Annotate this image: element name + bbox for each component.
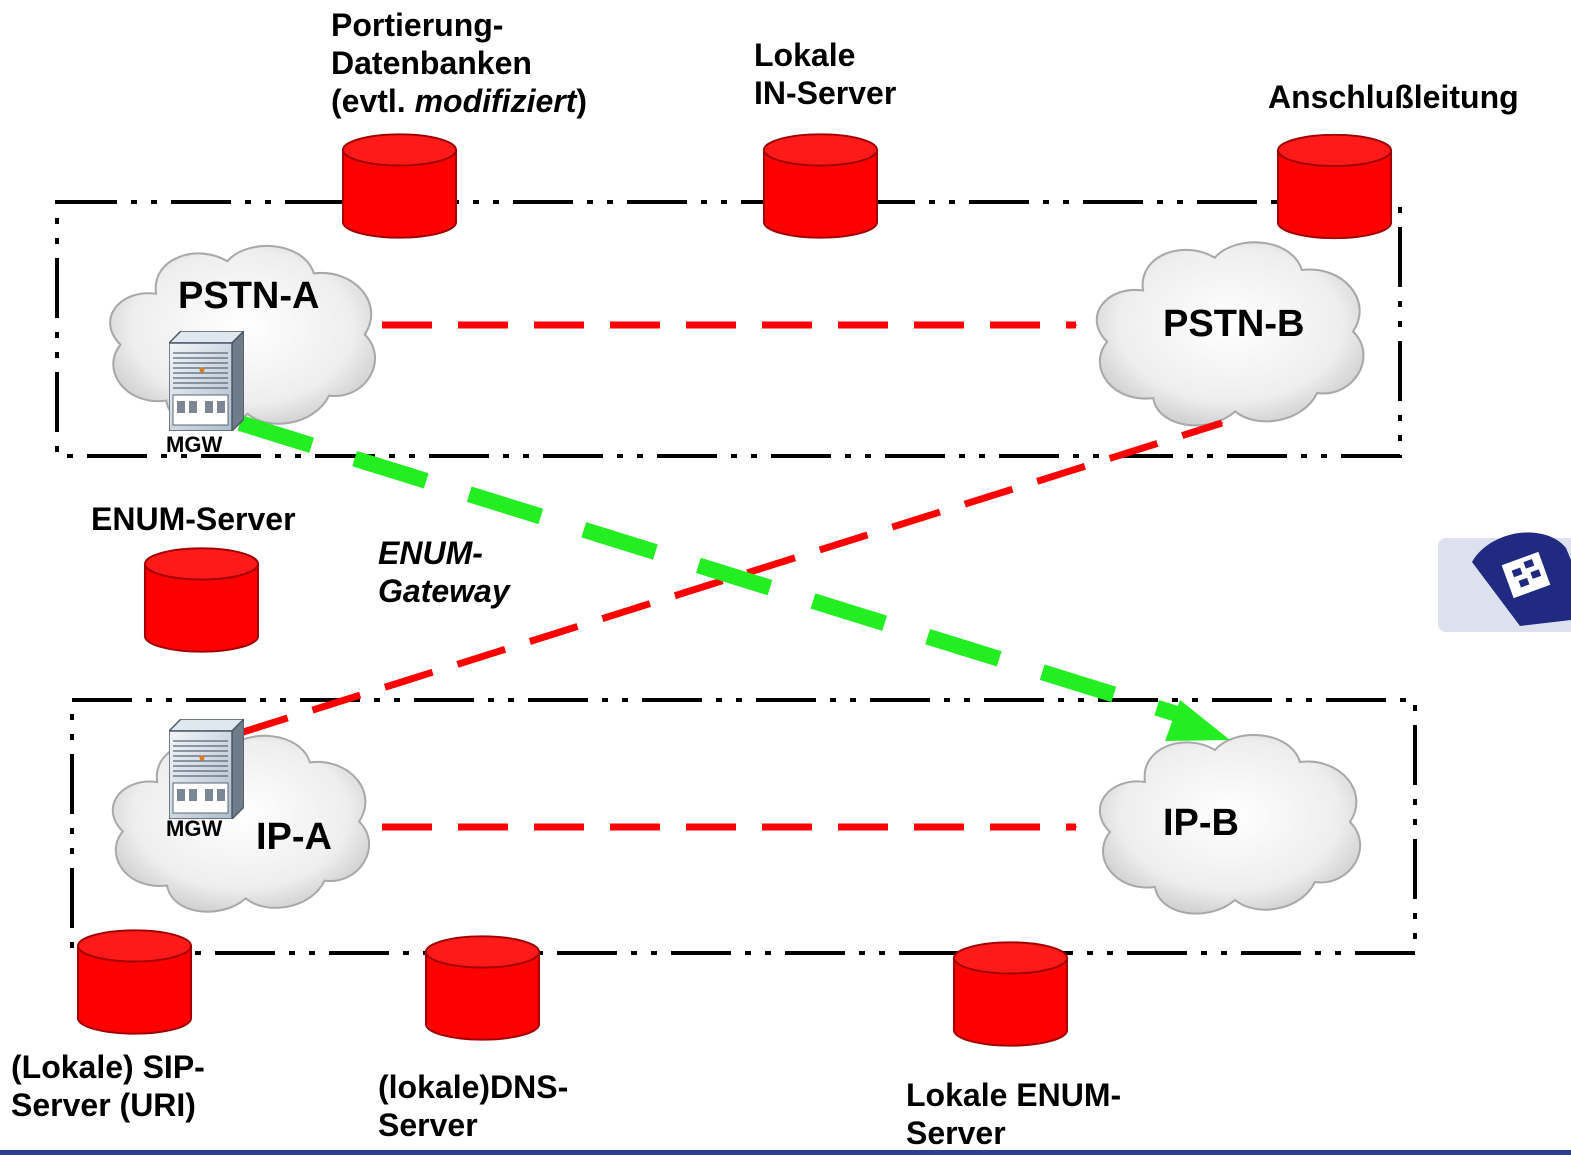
portierung-line-3-italic: modifiziert — [414, 83, 577, 119]
sip-line-1: (Lokale) SIP- — [11, 1049, 205, 1085]
portierung-label: Portierung- Datenbanken (evtl. modifizie… — [331, 6, 587, 120]
pstn-b-label: PSTN-B — [1163, 303, 1305, 345]
dns-server-label: (lokale)DNS- Server — [378, 1068, 568, 1144]
sip-line-2: Server (URI) — [11, 1087, 196, 1123]
green-arrow-head — [1165, 700, 1230, 741]
ip-a-label: IP-A — [256, 816, 332, 858]
portierung-line-3-c: ) — [576, 83, 588, 119]
dns-server-database-icon — [424, 935, 541, 1041]
bottom-bar — [0, 1150, 1571, 1155]
enum-gateway-label: ENUM- Gateway — [378, 534, 510, 610]
portierung-database-icon — [341, 133, 458, 239]
portierung-line-3-a: (evtl. — [331, 83, 415, 119]
enum-gateway-green-arrow — [237, 415, 1183, 723]
dns-line-2: Server — [378, 1107, 478, 1143]
mgw-pstn-label: MGW — [166, 432, 223, 457]
anschluss-database-icon — [1276, 133, 1393, 240]
lokale-in-server-label: Lokale IN-Server — [754, 36, 896, 112]
enum-server-database-icon — [143, 547, 260, 653]
dns-line-1: (lokale)DNS- — [378, 1069, 569, 1105]
ip-b-label: IP-B — [1163, 802, 1239, 844]
lenum-line-2: Server — [906, 1115, 1006, 1151]
in-server-database-icon — [762, 133, 879, 239]
enum-local-database-icon — [952, 941, 1069, 1047]
sip-server-database-icon — [76, 929, 193, 1035]
enum-gateway-line-2: Gateway — [378, 573, 510, 609]
lokale-in-line-1: Lokale — [754, 37, 856, 73]
portierung-line-1: Portierung- — [331, 7, 504, 43]
portierung-line-2: Datenbanken — [331, 45, 532, 81]
lenum-line-1: Lokale ENUM- — [906, 1077, 1122, 1113]
pstn-a-label: PSTN-A — [178, 275, 320, 317]
ip-a-to-pstn-b-arrow — [238, 419, 1224, 737]
mgw-ip-server-rack-icon — [169, 719, 244, 819]
anschlussleitung-label: Anschlußleitung — [1268, 79, 1519, 115]
mgw-ip-label: MGW — [166, 816, 223, 841]
enum-server-label: ENUM-Server — [91, 501, 296, 537]
enum-gateway-line-1: ENUM- — [378, 535, 483, 571]
mgw-pstn-server-rack-icon — [169, 331, 244, 431]
lokale-in-line-2: IN-Server — [754, 75, 897, 111]
telephone-icon — [1438, 532, 1571, 632]
sip-server-label: (Lokale) SIP- Server (URI) — [11, 1048, 205, 1124]
portierung-line-3: (evtl. modifiziert) — [331, 82, 587, 120]
lokale-enum-server-label: Lokale ENUM- Server — [906, 1076, 1121, 1152]
